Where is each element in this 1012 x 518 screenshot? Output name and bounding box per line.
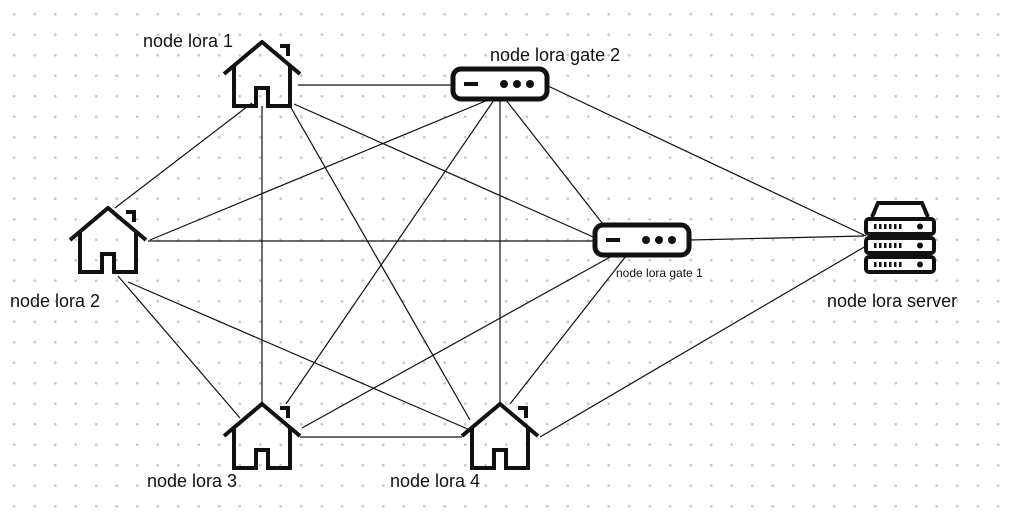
label-node-lora-3: node lora 3 bbox=[147, 471, 238, 491]
edge-gate1-server bbox=[689, 235, 865, 241]
edge-lora4-gate1 bbox=[509, 255, 627, 405]
house-icon bbox=[460, 402, 540, 470]
edge-lora3-gate2 bbox=[285, 99, 495, 405]
edge-lora1-gate1 bbox=[293, 103, 601, 241]
house-icon bbox=[68, 206, 148, 274]
node-icons bbox=[68, 40, 936, 470]
label-node-lora-gate-2: node lora gate 2 bbox=[490, 45, 621, 65]
router-icon bbox=[595, 225, 689, 255]
router-icon bbox=[453, 69, 547, 99]
label-node-lora-2: node lora 2 bbox=[10, 291, 101, 311]
server-icon bbox=[864, 201, 936, 274]
edge-lora2-lora3 bbox=[117, 275, 241, 419]
label-node-lora-server: node lora server bbox=[827, 291, 958, 311]
connection-lines bbox=[114, 84, 867, 438]
edge-lora1-lora2 bbox=[114, 102, 253, 209]
edge-lora1-lora4 bbox=[289, 105, 471, 421]
edge-gate2-server bbox=[547, 85, 867, 237]
edge-lora2-lora4 bbox=[127, 281, 471, 431]
label-node-lora-gate-1: node lora gate 1 bbox=[616, 266, 703, 280]
edge-lora3-gate1 bbox=[301, 255, 613, 429]
label-node-lora-4: node lora 4 bbox=[390, 471, 481, 491]
house-icon bbox=[222, 402, 302, 470]
label-node-lora-1: node lora 1 bbox=[143, 31, 234, 51]
edge-gate2-gate1 bbox=[505, 99, 607, 229]
edge-lora4-server bbox=[539, 245, 867, 438]
house-icon bbox=[222, 40, 302, 108]
edge-lora2-gate2 bbox=[149, 99, 489, 241]
